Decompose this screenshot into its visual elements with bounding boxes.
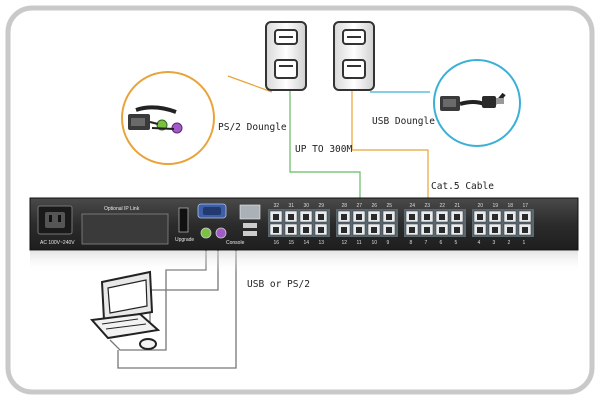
port-number-label: 14: [304, 240, 310, 246]
rj45-port-opening: [409, 214, 415, 220]
ip-link-slot: [81, 213, 169, 245]
port-number-label: 32: [274, 203, 280, 209]
rj45-port-opening: [303, 227, 309, 233]
rj45-port-opening: [492, 214, 498, 220]
power-label: AC 100V~240V: [40, 240, 75, 246]
port-number-label: 7: [425, 240, 428, 246]
usb-dongle-label: USB Doungle: [372, 116, 435, 127]
panel-reflection: [30, 251, 578, 273]
rj45-port-opening: [386, 227, 392, 233]
rj45-port-opening: [439, 214, 445, 220]
port-number-label: 19: [493, 203, 499, 209]
rj45-port-opening: [273, 227, 279, 233]
rj45-port-opening: [424, 227, 430, 233]
cat5-line: [351, 90, 429, 202]
port-number-label: 21: [455, 203, 461, 209]
port-number-label: 17: [523, 203, 529, 209]
rj45-port-opening: [371, 214, 377, 220]
rj45-port-opening: [273, 214, 279, 220]
rj45-port-opening: [288, 214, 294, 220]
ps2-mouse-port-icon: [215, 227, 227, 239]
port-number-label: 12: [342, 240, 348, 246]
ps2-keyboard-port-icon: [200, 227, 212, 239]
port-number-label: 18: [508, 203, 514, 209]
vga-port-icon: [197, 203, 227, 219]
console-cable-3: [117, 240, 237, 369]
port-number-label: 28: [342, 203, 348, 209]
up-to-label: UP TO 300M: [295, 144, 352, 155]
rj45-port-opening: [477, 214, 483, 220]
dongle-device-icon: [333, 21, 375, 91]
mouse-icon: [139, 338, 157, 350]
rj45-port-opening: [439, 227, 445, 233]
upgrade-port-icon: [178, 207, 189, 233]
port-number-label: 1: [523, 240, 526, 246]
port-number-label: 16: [274, 240, 280, 246]
console-label: Console: [226, 240, 245, 246]
rj45-port-opening: [341, 227, 347, 233]
rj45-port-opening: [409, 227, 415, 233]
port-number-label: 10: [372, 240, 378, 246]
usb-port-icon: [243, 223, 257, 228]
ps2-leader-line: [227, 75, 273, 93]
port-number-label: 9: [387, 240, 390, 246]
kvm-switch-panel: AC 100V~240V Optional IP Link Upgrade Co…: [29, 197, 579, 251]
rj45-port-opening: [477, 227, 483, 233]
usb-dongle-icon: [433, 59, 521, 147]
optional-ip-link-label: Optional IP Link: [104, 206, 140, 212]
port-number-label: 5: [455, 240, 458, 246]
rj45-port-opening: [424, 214, 430, 220]
port-number-label: 27: [357, 203, 363, 209]
rj45-port-opening: [386, 214, 392, 220]
port-number-label: 11: [357, 240, 362, 246]
rj45-port-opening: [454, 214, 460, 220]
port-number-label: 29: [319, 203, 325, 209]
rj45-port-opening: [288, 227, 294, 233]
usb-or-ps2-label: USB or PS/2: [247, 279, 310, 290]
usb-port-icon: [243, 231, 257, 236]
rj45-port-opening: [454, 227, 460, 233]
port-number-label: 31: [289, 203, 295, 209]
rj45-port-opening: [492, 227, 498, 233]
port-number-label: 25: [387, 203, 393, 209]
port-number-label: 13: [319, 240, 325, 246]
rj45-port-opening: [341, 214, 347, 220]
port-number-label: 24: [410, 203, 416, 209]
port-number-label: 22: [440, 203, 446, 209]
cat5-cable-label: Cat.5 Cable: [431, 181, 494, 192]
ps2-dongle-label: PS/2 Doungle: [218, 122, 287, 133]
rj45-port-array: 3216311530142913281227112610259248237226…: [268, 203, 534, 246]
rj45-port-opening: [318, 227, 324, 233]
rj45-port-opening: [522, 214, 528, 220]
upgrade-label: Upgrade: [175, 237, 194, 243]
dongle-device-icon: [265, 21, 307, 91]
green-line: [289, 90, 361, 202]
rj45-port-opening: [356, 227, 362, 233]
port-number-label: 20: [478, 203, 484, 209]
rj45-port-opening: [318, 214, 324, 220]
ps2-dongle-icon: [121, 71, 215, 165]
keyboard-icon: [89, 312, 161, 340]
port-number-label: 3: [493, 240, 496, 246]
rj45-port-opening: [507, 214, 513, 220]
port-number-label: 4: [478, 240, 481, 246]
port-number-label: 26: [372, 203, 378, 209]
rj45-port-opening: [522, 227, 528, 233]
port-number-label: 23: [425, 203, 431, 209]
rj45-port-icon: [239, 204, 261, 220]
rj45-port-opening: [507, 227, 513, 233]
rj45-port-opening: [303, 214, 309, 220]
port-number-label: 8: [410, 240, 413, 246]
port-number-label: 30: [304, 203, 310, 209]
rj45-port-opening: [371, 227, 377, 233]
power-socket-icon: [37, 205, 73, 235]
rj45-port-opening: [356, 214, 362, 220]
port-number-label: 6: [440, 240, 443, 246]
port-number-label: 2: [508, 240, 511, 246]
port-number-label: 15: [289, 240, 295, 246]
